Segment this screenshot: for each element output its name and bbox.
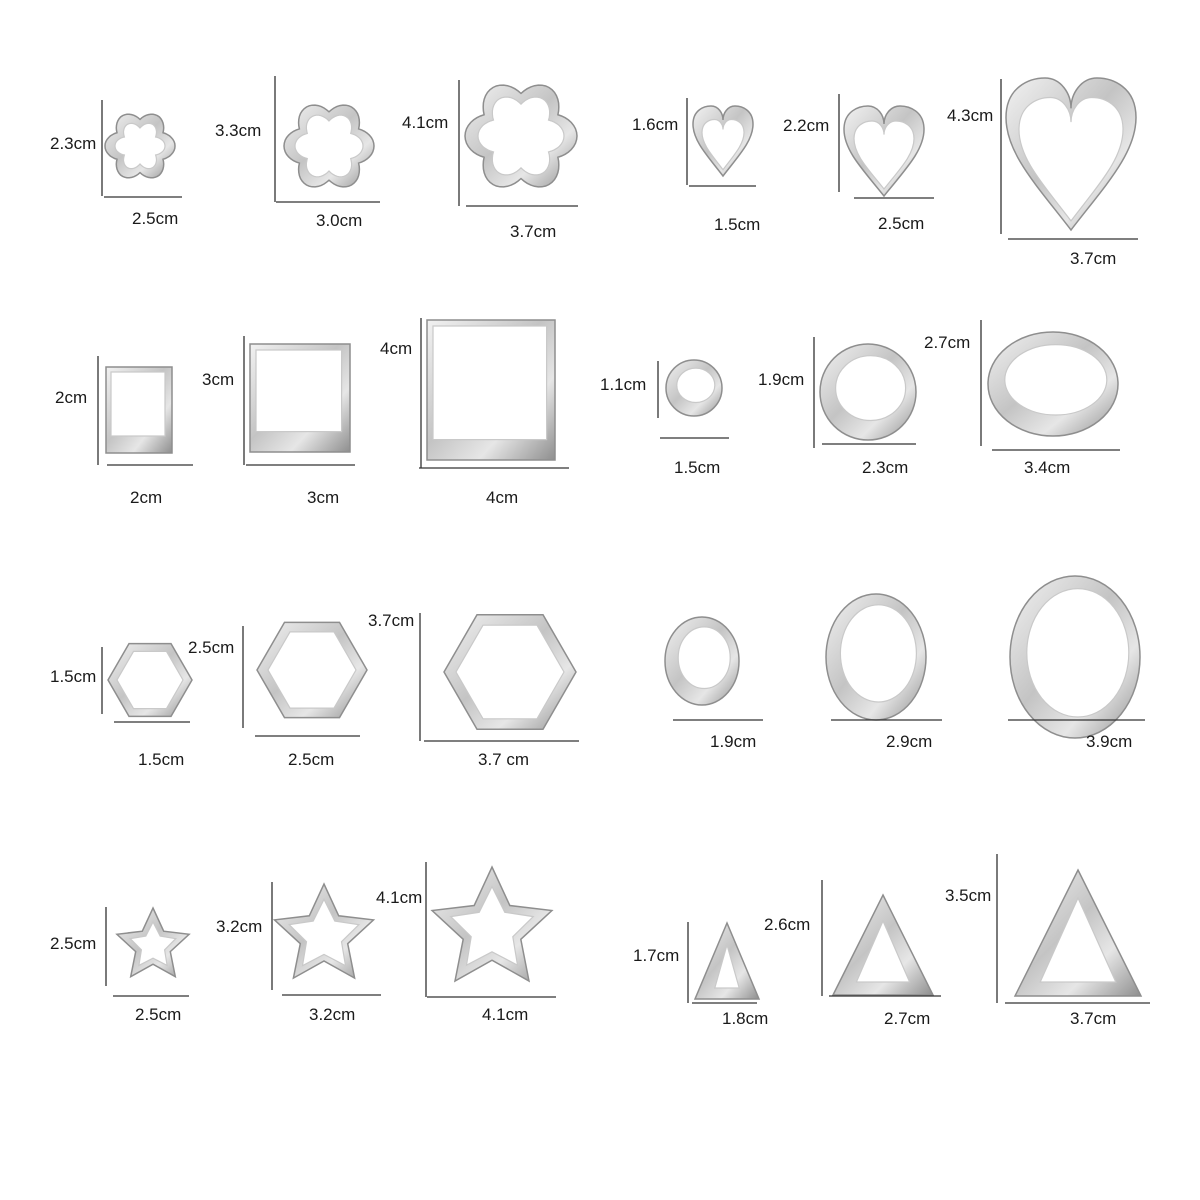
height-label: 4.1cm <box>402 113 449 132</box>
square-cutter <box>249 343 351 453</box>
oval-cutter <box>819 343 917 441</box>
cutter-opening <box>855 919 911 983</box>
cutter-opening <box>701 118 745 171</box>
cutter-opening <box>1018 96 1124 222</box>
cutter-opening <box>287 898 361 967</box>
flower-cutter <box>464 84 578 188</box>
cutter-opening <box>714 942 740 989</box>
hexagon-cutter <box>107 642 193 718</box>
width-label: 3.7 cm <box>478 750 530 769</box>
hexagon-cutter <box>443 614 577 730</box>
height-label: 2.6cm <box>764 915 811 934</box>
height-label: 3.2cm <box>216 917 263 936</box>
width-label: 3.7cm <box>1070 1009 1117 1028</box>
cutter-opening <box>1004 343 1108 416</box>
cutter-opening <box>853 120 915 190</box>
height-label: 2.2cm <box>783 116 830 135</box>
flower-cutter <box>283 104 375 188</box>
height-label: 1.7cm <box>633 946 680 965</box>
oval-cutter <box>987 331 1119 437</box>
oval-cutter <box>665 359 723 417</box>
width-label: 2.9cm <box>886 732 933 751</box>
width-label: 3.4cm <box>1024 458 1071 477</box>
square-cutter <box>426 319 556 461</box>
cutter-opening <box>834 355 907 422</box>
cutter-opening <box>455 624 565 720</box>
cutter-opening <box>449 885 535 967</box>
width-label: 3.9cm <box>1086 732 1133 751</box>
height-label: 3.3cm <box>215 121 262 140</box>
height-label: 2.3cm <box>50 134 97 153</box>
triangle-cutter <box>693 921 761 1000</box>
heart-cutter <box>692 105 754 178</box>
cutter-opening <box>110 371 166 437</box>
height-label: 2cm <box>55 388 88 407</box>
height-label: 3.7cm <box>368 611 415 630</box>
cutter-opening <box>839 604 918 703</box>
star-cutter <box>272 882 376 980</box>
width-label: 1.5cm <box>674 458 721 477</box>
width-label: 1.9cm <box>710 732 757 751</box>
cutter-opening <box>267 631 357 709</box>
circle-cutter <box>1009 575 1141 739</box>
star-cutter <box>430 865 554 983</box>
cutter-opening <box>432 325 548 441</box>
width-label: 2.5cm <box>132 209 179 228</box>
cutter-opening <box>676 367 716 404</box>
triangle-cutter <box>1013 868 1143 997</box>
triangle-cutter <box>831 893 935 996</box>
cutter-opening <box>1026 587 1130 718</box>
height-label: 2.5cm <box>50 934 97 953</box>
height-label: 4.1cm <box>376 888 423 907</box>
height-label: 4cm <box>380 339 413 358</box>
width-label: 3.7cm <box>1070 249 1117 268</box>
heart-cutter <box>843 105 925 198</box>
width-label: 3.2cm <box>309 1005 356 1024</box>
width-label: 1.5cm <box>714 215 761 234</box>
width-label: 3.0cm <box>316 211 363 230</box>
cutter-opening <box>114 122 166 170</box>
width-label: 4cm <box>486 488 519 507</box>
heart-cutter <box>1005 77 1137 232</box>
star-cutter <box>115 906 191 979</box>
height-label: 1.9cm <box>758 370 805 389</box>
cutter-opening <box>477 96 565 176</box>
height-label: 2.7cm <box>924 333 971 352</box>
height-label: 3cm <box>202 370 235 389</box>
cutter-opening <box>116 650 184 710</box>
width-label: 3.7cm <box>510 222 557 241</box>
cutter-opening <box>128 920 178 967</box>
cutter-opening <box>1039 896 1117 983</box>
width-label: 1.8cm <box>722 1009 769 1028</box>
width-label: 1.5cm <box>138 750 185 769</box>
height-label: 3.5cm <box>945 886 992 905</box>
cutter-opening <box>255 349 343 433</box>
width-label: 2cm <box>130 488 163 507</box>
width-label: 3cm <box>307 488 340 507</box>
hexagon-cutter <box>256 621 368 719</box>
height-label: 2.5cm <box>188 638 235 657</box>
height-label: 1.6cm <box>632 115 679 134</box>
circle-cutter <box>664 616 740 706</box>
height-label: 4.3cm <box>947 106 994 125</box>
square-cutter <box>105 366 173 454</box>
height-label: 1.1cm <box>600 375 647 394</box>
height-label: 1.5cm <box>50 667 97 686</box>
flower-cutter <box>104 113 176 179</box>
width-label: 4.1cm <box>482 1005 529 1024</box>
cutter-opening <box>294 114 364 178</box>
width-label: 2.7cm <box>884 1009 931 1028</box>
width-label: 2.5cm <box>878 214 925 233</box>
width-label: 2.5cm <box>135 1005 182 1024</box>
cutter-opening <box>677 626 731 690</box>
circle-cutter <box>825 593 927 721</box>
width-label: 2.5cm <box>288 750 335 769</box>
width-label: 2.3cm <box>862 458 909 477</box>
